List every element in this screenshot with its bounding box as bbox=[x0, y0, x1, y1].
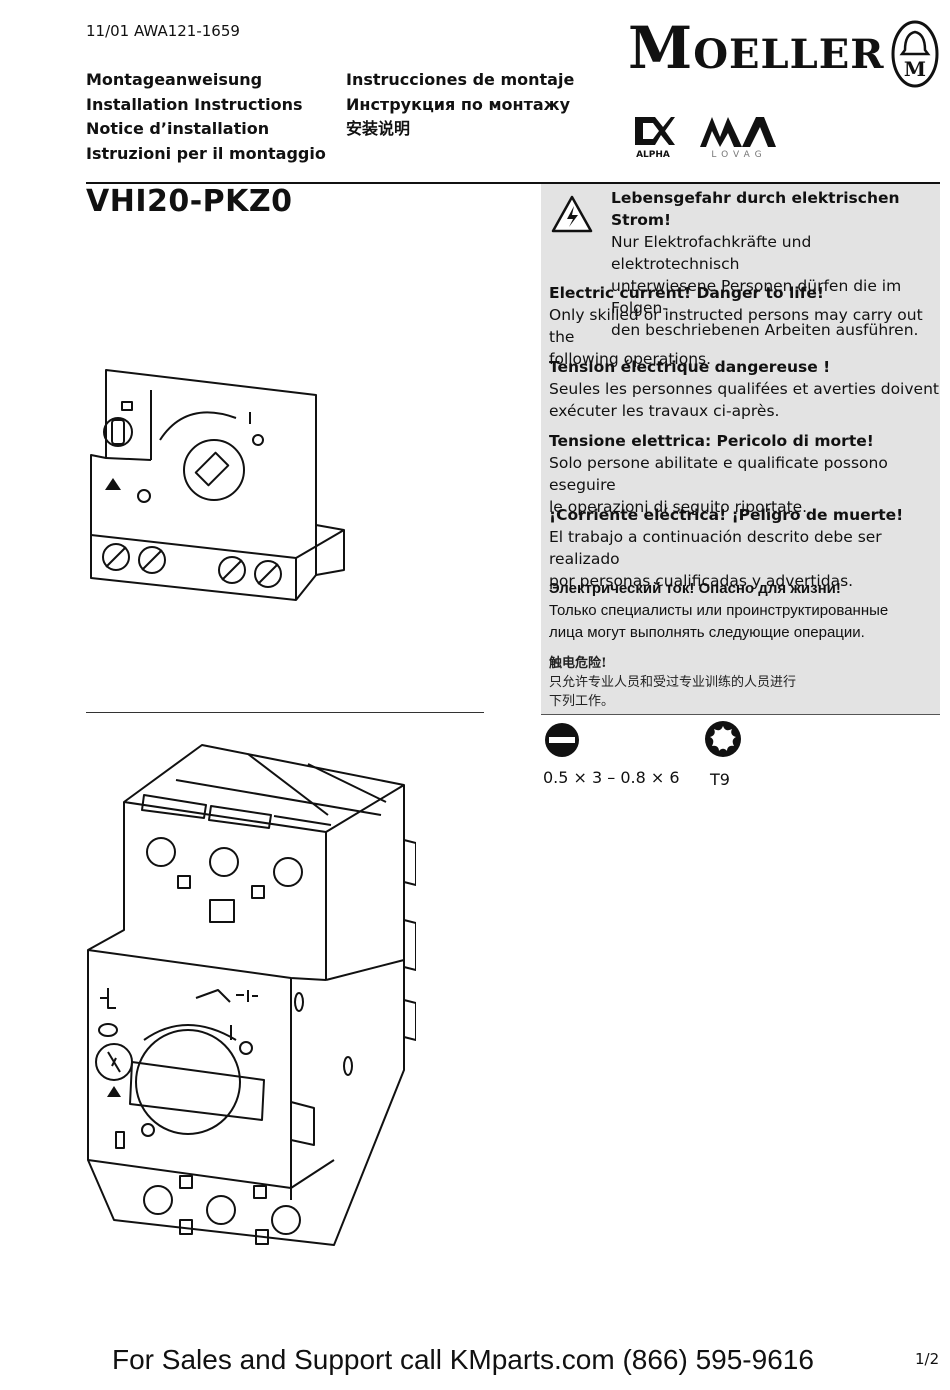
torx-tool-size: T9 bbox=[710, 770, 730, 789]
warning-es: ¡Corriente eléctrica! ¡Peligro de muerte… bbox=[549, 506, 904, 590]
titles-left: Montageanweisung Installation Instructio… bbox=[86, 68, 326, 166]
title-fr: Notice d’installation bbox=[86, 119, 270, 138]
lovag-logo-icon: LOVAG bbox=[700, 117, 776, 159]
warning-ru: Электрический ток! Опасно для жизни! Тол… bbox=[549, 580, 889, 641]
page-number: 1/2 bbox=[915, 1350, 940, 1368]
warning-de: Lebensgefahr durch elektrischen Strom! N… bbox=[611, 189, 919, 339]
svg-text:LOVAG: LOVAG bbox=[711, 150, 766, 159]
sales-support-footer: For Sales and Support call KMparts.com (… bbox=[112, 1344, 814, 1375]
high-voltage-warning-icon bbox=[551, 195, 593, 233]
warning-zh: 触电危险! 只允许专业人员和受过专业训练的人员进行 下列工作。 bbox=[549, 656, 797, 709]
product-code: VHI20-PKZ0 bbox=[86, 184, 293, 219]
title-es: Instrucciones de montaje bbox=[346, 70, 575, 89]
title-it: Istruzioni per il montaggio bbox=[86, 143, 326, 163]
title-ru: Инструкция по монтажу bbox=[346, 94, 571, 114]
warning-en: Electric current! Danger to life! Only s… bbox=[549, 284, 923, 368]
safety-warning-panel: Lebensgefahr durch elektrischen Strom! N… bbox=[541, 184, 940, 715]
section-divider bbox=[86, 712, 484, 713]
header-rule bbox=[86, 182, 940, 184]
title-zh: 安装说明 bbox=[346, 119, 411, 138]
document-id: 11/01 AWA121-1659 bbox=[86, 22, 240, 40]
brand-logo: MOELLER bbox=[628, 14, 885, 82]
title-de: Montageanweisung bbox=[86, 70, 263, 89]
slotted-screwdriver-icon bbox=[545, 723, 579, 757]
title-en: Installation Instructions bbox=[86, 94, 303, 114]
slotted-tool-size: 0.5 × 3 – 0.8 × 6 bbox=[543, 768, 680, 787]
moeller-emblem-icon: M bbox=[891, 20, 939, 88]
alpha-logo-icon: ALPHA bbox=[635, 117, 675, 159]
torx-icon bbox=[705, 721, 741, 757]
svg-text:ALPHA: ALPHA bbox=[636, 150, 670, 159]
emblem-letter: M bbox=[904, 57, 926, 81]
vhi20-block-drawing bbox=[90, 369, 345, 601]
warning-fr: Tension électrique dangereuse ! Seules l… bbox=[549, 358, 939, 420]
titles-right: Instrucciones de montaje Инструкция по м… bbox=[346, 68, 574, 142]
pkz0-breaker-drawing bbox=[87, 744, 416, 1246]
warning-it: Tensione elettrica: Pericolo di morte! S… bbox=[549, 432, 888, 516]
